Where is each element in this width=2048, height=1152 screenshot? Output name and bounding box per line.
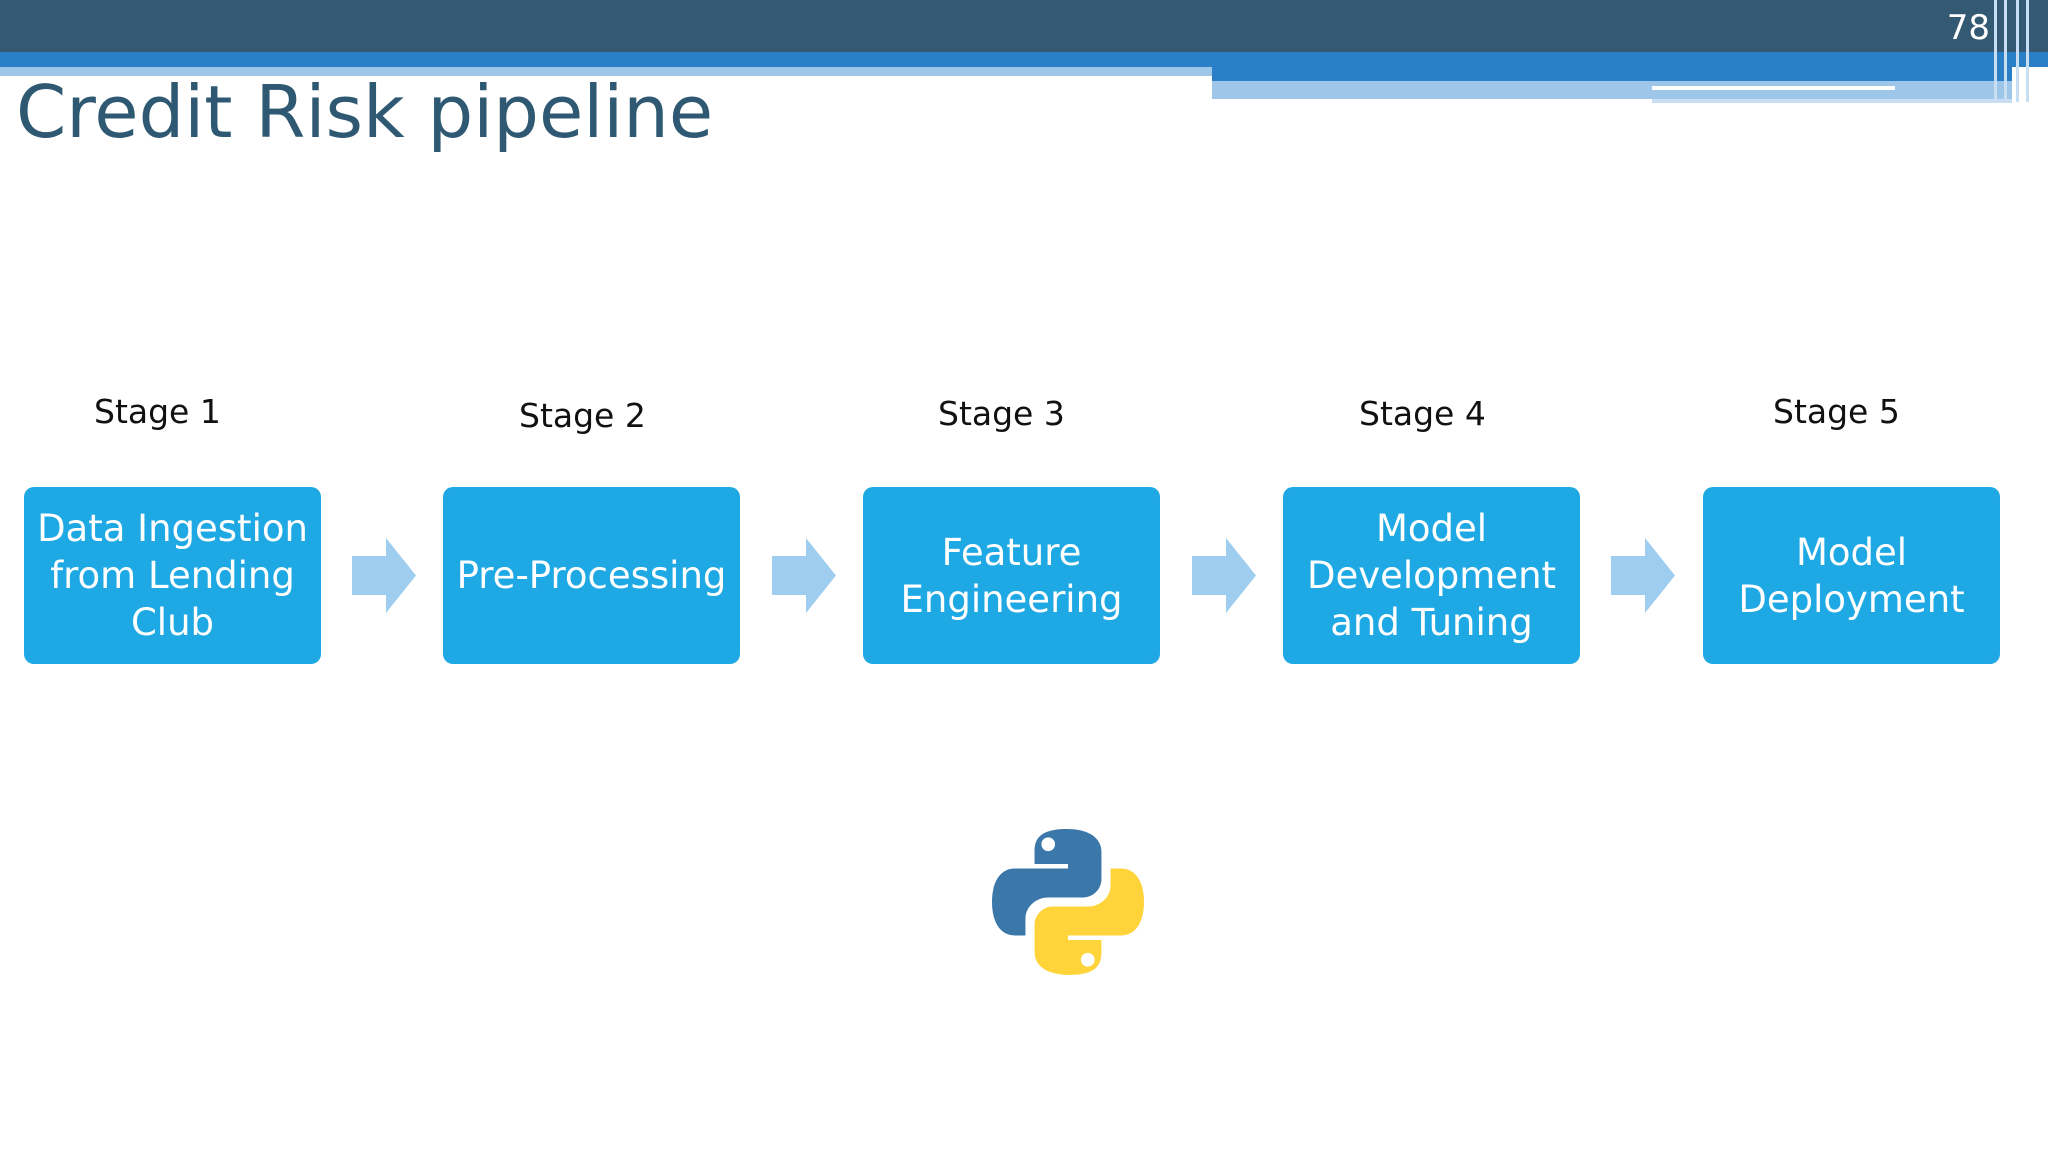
stage-3-label: Stage 3: [938, 394, 1065, 433]
stage-1-box: Data Ingestion from Lending Club: [24, 487, 321, 664]
right-arrow-icon: [352, 538, 416, 613]
stage-1-box-text: Data Ingestion from Lending Club: [37, 507, 308, 644]
python-logo-icon: [992, 829, 1144, 975]
stage-2-box-text: Pre-Processing: [456, 554, 727, 597]
right-arrow-icon: [772, 538, 836, 613]
stage-4-label: Stage 4: [1359, 394, 1486, 433]
page-number: 78: [1946, 8, 1990, 48]
header-band-dark: [0, 0, 2048, 52]
stage-5-box-text: Model Deployment: [1738, 530, 1965, 621]
stage-2-box: Pre-Processing: [443, 487, 740, 664]
stage-4-box-text: Model Development and Tuning: [1306, 507, 1557, 644]
header-decoration: [1212, 81, 2012, 99]
stage-2-label: Stage 2: [519, 396, 646, 435]
right-arrow-icon: [1192, 538, 1256, 613]
header-decoration: [1652, 86, 1895, 90]
header-vertical-lines: [1990, 0, 2048, 102]
header-decoration: [1652, 99, 2012, 103]
stage-3-box: Feature Engineering: [863, 487, 1160, 664]
stage-5-label: Stage 5: [1773, 392, 1900, 431]
stage-4-box: Model Development and Tuning: [1283, 487, 1580, 664]
header-decoration: [1212, 67, 2012, 81]
stage-3-box-text: Feature Engineering: [900, 530, 1123, 621]
right-arrow-icon: [1611, 538, 1675, 613]
header-band-light: [0, 67, 1212, 76]
header-band-blue: [0, 52, 2048, 67]
stage-1-label: Stage 1: [94, 392, 221, 431]
slide-header: 78: [0, 0, 2048, 110]
slide-title: Credit Risk pipeline: [16, 70, 714, 154]
stage-5-box: Model Deployment: [1703, 487, 2000, 664]
